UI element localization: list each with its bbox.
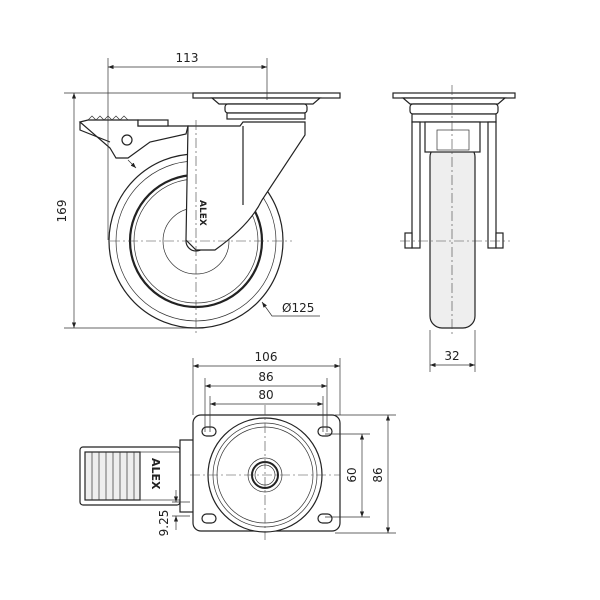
- fork-side: ALEX: [78, 92, 341, 251]
- front-view: 32: [392, 85, 516, 372]
- dim-169: 169: [55, 200, 69, 223]
- mounting-holes: [201, 426, 333, 524]
- brand-logo-bottom: ALEX: [149, 458, 162, 490]
- dim-106: 106: [255, 350, 278, 364]
- dim-86-horizontal: 86: [258, 370, 273, 384]
- dim-113: 113: [176, 51, 199, 65]
- dim-60: 60: [345, 467, 359, 482]
- bottom-view: ALEX 106 86 80 6: [79, 350, 396, 540]
- side-view: ALEX 113 169 Ø125: [55, 51, 341, 334]
- brand-logo-side: ALEX: [197, 200, 207, 226]
- dim-86-vertical: 86: [371, 467, 385, 482]
- dim-32: 32: [444, 349, 459, 363]
- dim-diameter-125: Ø125: [282, 301, 314, 315]
- dim-9-25: 9.25: [157, 510, 171, 537]
- dim-80: 80: [258, 388, 273, 402]
